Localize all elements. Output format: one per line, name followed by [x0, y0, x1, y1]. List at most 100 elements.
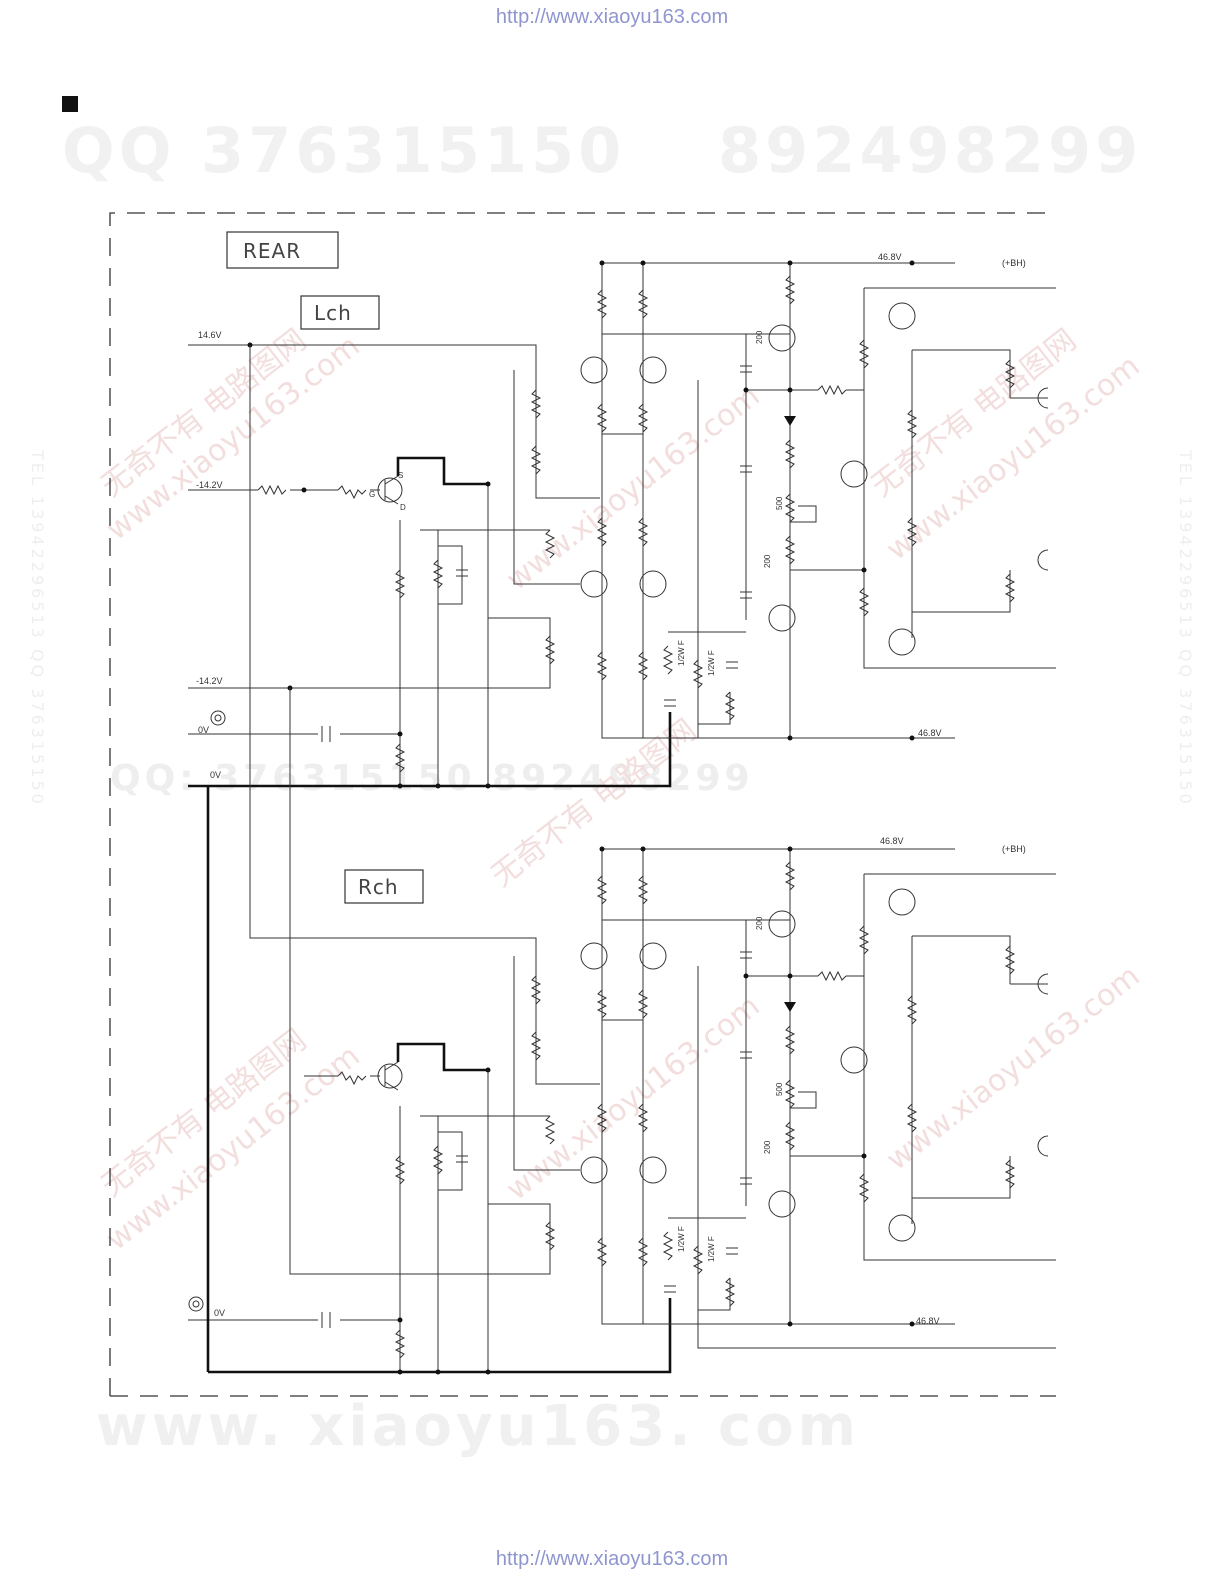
rail-m14v2-wire [188, 650, 551, 689]
diode [784, 416, 796, 426]
junction [861, 1153, 867, 1159]
bold-wire [396, 1042, 488, 1072]
vertical-wires [399, 484, 489, 786]
junction [435, 783, 441, 789]
resistor [432, 559, 444, 589]
junction [861, 567, 867, 573]
junction [485, 1067, 491, 1073]
resistor [784, 535, 796, 565]
resistor [1004, 1159, 1016, 1189]
resistor-rating: 1/2W F [707, 1236, 716, 1262]
watermark-qq: QQ 376315150 [62, 114, 626, 187]
resistor-rating: 1/2W F [677, 640, 686, 666]
input-jack[interactable] [210, 710, 226, 726]
capacitor [456, 569, 468, 577]
junction [787, 735, 793, 741]
junction [397, 1317, 403, 1323]
fet-pin-g: G [369, 490, 375, 499]
r-value-200: 200 [763, 554, 772, 568]
resistor [596, 651, 608, 681]
resistor [530, 445, 542, 475]
feed-wire [249, 345, 537, 1026]
junction [743, 387, 749, 393]
r-value-200: 200 [763, 1140, 772, 1154]
resistor [530, 1031, 542, 1061]
input-jack-inner [214, 714, 222, 722]
header-url[interactable]: http://www.xiaoyu163.com [495, 6, 729, 28]
resistor [596, 403, 608, 433]
resistor [337, 485, 367, 500]
transistor [580, 356, 608, 384]
resistor [394, 569, 406, 599]
resistor [906, 1103, 918, 1133]
junction [787, 846, 793, 852]
output-terminal [1037, 1135, 1049, 1157]
rail-label-46v8-bottom: 46.8V [918, 728, 942, 738]
transistor [768, 324, 796, 352]
potentiometer [784, 493, 796, 523]
resistor [637, 1103, 649, 1133]
resistor [692, 1245, 704, 1275]
resistor [544, 529, 556, 559]
watermark-qq-2: 892498299 [718, 114, 1143, 187]
wire [664, 631, 746, 725]
channel-label-box [300, 295, 380, 330]
output-terminal [1037, 549, 1049, 571]
wire [535, 440, 600, 499]
pot-value: 500 [775, 496, 784, 510]
watermark-vertical-left: TEL 13942296513 QQ 376315150 [28, 450, 47, 807]
input-capacitor [321, 726, 331, 742]
resistor [784, 275, 796, 305]
resistor [1004, 573, 1016, 603]
ground-bus [208, 1298, 672, 1374]
resistor [544, 1221, 556, 1251]
fet-pins [384, 475, 399, 505]
resistor-rating: 1/2W F [677, 1226, 686, 1252]
rail-14v6-wire [188, 344, 537, 440]
transistor [580, 942, 608, 970]
rail-46v8-bottom [601, 263, 955, 739]
rail-label-m14v2: -14.2V [196, 480, 223, 490]
section-bullet [62, 96, 78, 112]
ground-bus [188, 712, 672, 788]
output-transistor [888, 1214, 916, 1242]
resistor [637, 517, 649, 547]
input-jack[interactable] [188, 1296, 204, 1312]
resistor [1004, 945, 1016, 975]
zero-label: 0V [198, 725, 209, 735]
wire [664, 1217, 746, 1311]
junction [599, 260, 605, 266]
resistor [394, 1329, 406, 1359]
rail-label-46v8: 46.8V [878, 252, 902, 262]
resistor [637, 875, 649, 905]
capacitor [456, 1155, 468, 1163]
zero-rail-label: 0V [210, 770, 221, 780]
r-value-200-top: 200 [755, 916, 764, 930]
resistor [394, 743, 406, 773]
junction [485, 1369, 491, 1375]
junction [787, 1321, 793, 1327]
rail-label-bh: (+BH) [1002, 844, 1026, 854]
watermark-footer-site: www. xiaoyu163. com [96, 1394, 861, 1459]
junction [435, 1369, 441, 1375]
channel-rch: Rch 0V 46.8V (+BH) 46.8V [188, 345, 1056, 1375]
transistor [768, 910, 796, 938]
rear-label-box [226, 231, 339, 269]
resistor [784, 861, 796, 891]
wire [513, 370, 580, 585]
channel-lch: Lch 14.6V -14.2V S G D -14.2V 0V 0V [188, 252, 1056, 789]
resistor [637, 989, 649, 1019]
resistor [858, 1173, 870, 1203]
resistor [906, 517, 918, 547]
resistor [637, 289, 649, 319]
watermark-vertical-right: TEL 13942296513 QQ 376315150 [1176, 450, 1195, 807]
capacitors [726, 365, 752, 669]
zero-label: 0V [214, 1308, 225, 1318]
junction [743, 973, 749, 979]
resistor [858, 925, 870, 955]
footer-url[interactable]: http://www.xiaoyu163.com [495, 1548, 729, 1570]
capacitors [726, 951, 752, 1255]
fet-pin-s: S [398, 471, 403, 480]
junction [397, 731, 403, 737]
junction [909, 735, 915, 741]
